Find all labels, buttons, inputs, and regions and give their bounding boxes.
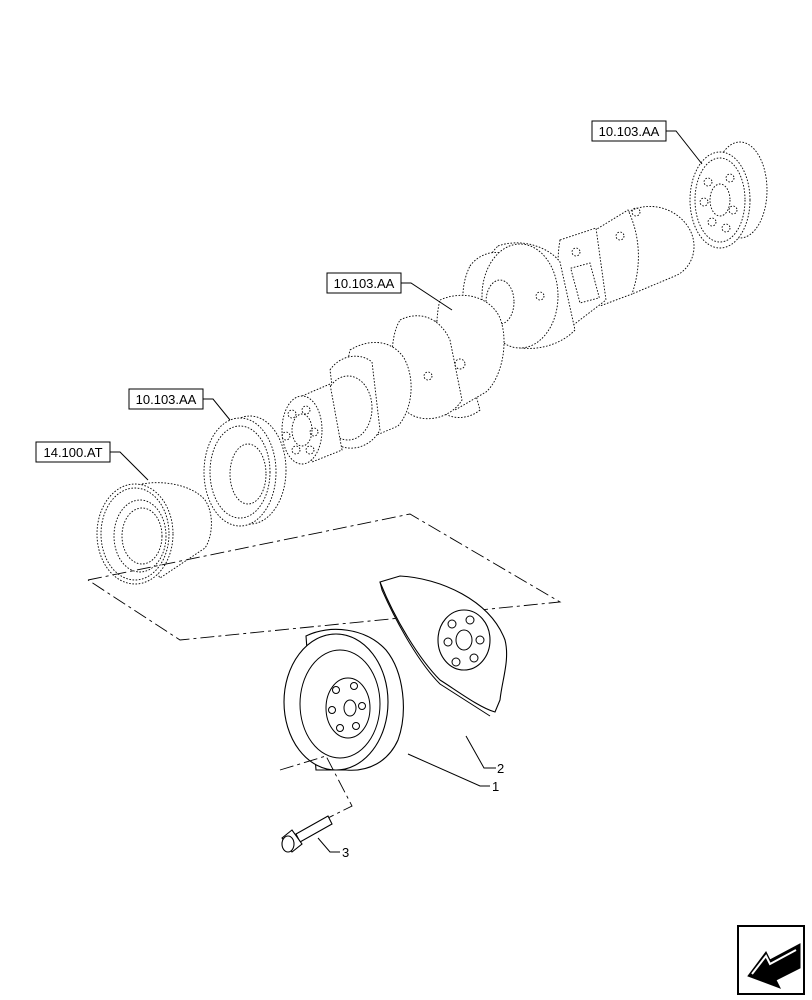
rear-gear bbox=[689, 141, 768, 249]
front-gear bbox=[203, 415, 287, 527]
callout-3-text: 3 bbox=[342, 845, 349, 860]
callout-3[interactable]: 3 bbox=[317, 837, 349, 860]
reference-crankshaft-text: 10.103.AA bbox=[334, 276, 395, 291]
reference-crankshaft[interactable]: 10.103.AA bbox=[326, 272, 453, 311]
callout-1-text: 1 bbox=[492, 779, 499, 794]
bolt bbox=[281, 815, 333, 853]
reference-rear-gear-text: 10.103.AA bbox=[599, 124, 660, 139]
reference-front-gear[interactable]: 10.103.AA bbox=[128, 388, 231, 421]
reference-hub[interactable]: 14.100.AT bbox=[35, 441, 149, 481]
reference-hub-text: 14.100.AT bbox=[43, 445, 102, 460]
callout-2-text: 2 bbox=[497, 761, 504, 776]
callout-2[interactable]: 2 bbox=[465, 735, 504, 776]
shield bbox=[379, 575, 508, 717]
crankshaft bbox=[281, 205, 695, 465]
reference-rear-gear[interactable]: 10.103.AA bbox=[591, 120, 703, 165]
arrow-icon[interactable] bbox=[737, 925, 805, 995]
assembly-plane-upper bbox=[87, 513, 562, 641]
hub-pulley bbox=[96, 482, 212, 585]
callout-1[interactable]: 1 bbox=[407, 753, 499, 794]
damper bbox=[283, 628, 404, 771]
reference-front-gear-text: 10.103.AA bbox=[136, 392, 197, 407]
